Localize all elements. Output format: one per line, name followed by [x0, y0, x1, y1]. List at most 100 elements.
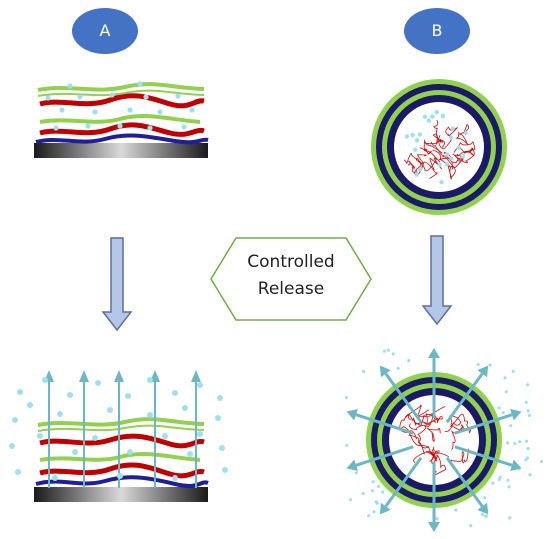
controlled-release-label: Controlled Release	[210, 249, 372, 303]
radial-arrow-icon	[477, 365, 489, 378]
capsule-after	[344, 348, 544, 532]
polymer-chain	[424, 133, 444, 145]
drug-particle-icon	[95, 380, 101, 386]
drug-particle-icon	[407, 359, 411, 363]
drug-particle-icon	[539, 459, 544, 464]
substrate	[34, 487, 208, 502]
drug-particle-icon	[444, 162, 450, 167]
drug-particle-icon	[491, 481, 495, 485]
drug-particle-icon	[182, 405, 188, 411]
drug-particle-icon	[17, 389, 23, 395]
green-polymer-layer	[37, 82, 205, 92]
radial-arrow-icon	[510, 409, 522, 421]
drug-particle-icon	[456, 145, 461, 150]
drug-particle-icon	[439, 180, 444, 185]
radial-arrow-icon	[477, 502, 489, 515]
drug-particle-icon	[348, 498, 352, 502]
drug-particle-icon	[92, 435, 98, 441]
drug-particle-icon	[430, 114, 435, 119]
drug-particle-icon	[162, 433, 168, 439]
radial-arrow-icon	[379, 502, 391, 515]
blue-polymer-layer	[35, 133, 209, 145]
drug-particle-icon	[197, 431, 203, 437]
radial-arrow-icon	[355, 413, 414, 435]
drug-particle-icon	[414, 138, 420, 143]
polymer-chain	[432, 149, 462, 180]
drug-particle-icon	[434, 110, 439, 115]
drug-particle-icon	[12, 417, 18, 423]
drug-particle-icon	[85, 123, 91, 129]
drug-particle-icon	[125, 393, 131, 399]
drug-particle-icon	[371, 480, 375, 484]
drug-particle-icon	[437, 162, 442, 167]
drug-particle-icon	[503, 376, 507, 380]
radial-arrow-icon	[379, 365, 391, 378]
drug-particle-icon	[528, 473, 532, 477]
down-arrow-icon	[101, 237, 133, 332]
drug-particle-icon	[375, 501, 379, 505]
radial-arrow-icon	[445, 456, 484, 508]
polymer-chain	[425, 450, 441, 464]
drug-particle-icon	[361, 491, 365, 496]
radial-arrow-icon	[454, 413, 513, 435]
drug-particle-icon	[127, 107, 133, 113]
drug-particle-icon	[506, 478, 510, 482]
drug-particle-icon	[413, 147, 418, 152]
drug-particle-icon	[92, 109, 98, 115]
drug-particle-icon	[525, 439, 529, 443]
drug-particle-icon	[504, 390, 508, 394]
polymer-chain	[423, 139, 443, 155]
drug-particle-icon	[107, 407, 113, 413]
drug-particle-icon	[143, 94, 149, 100]
drug-particle-icon	[526, 447, 530, 451]
drug-particle-icon	[147, 125, 153, 131]
up-arrow-icon	[79, 370, 89, 382]
drug-particle-icon	[370, 489, 374, 493]
drug-particle-icon	[426, 118, 432, 123]
radial-arrow-icon	[346, 459, 358, 471]
drug-particle-icon	[117, 473, 123, 479]
drug-particle-icon	[345, 443, 349, 447]
drug-particle-icon	[469, 524, 473, 528]
polymer-chain	[456, 147, 475, 157]
polymer-chain	[409, 434, 438, 463]
drug-particle-icon	[367, 514, 371, 518]
red-polymer-layer	[39, 462, 205, 479]
drug-particle-icon	[507, 485, 511, 489]
radial-arrow-icon	[355, 445, 414, 467]
drug-particle-icon	[418, 167, 423, 172]
drug-particle-icon	[222, 467, 228, 473]
polymer-chain	[424, 413, 443, 428]
radial-arrow-icon	[428, 348, 440, 358]
drug-particle-icon	[72, 449, 78, 455]
drug-particle-icon	[42, 377, 48, 383]
down-arrow-icon	[421, 235, 453, 326]
red-polymer-layer	[39, 122, 205, 137]
drug-particle-icon	[513, 442, 517, 446]
drug-particle-icon	[414, 172, 419, 177]
hexagon-shape	[210, 237, 372, 321]
drug-particle-icon	[381, 490, 385, 494]
drug-particle-icon	[77, 94, 83, 100]
drug-particle-icon	[175, 93, 181, 99]
polymer-chain	[449, 413, 472, 434]
controlled-release-line-1: Controlled	[247, 252, 335, 272]
drug-particle-icon	[53, 125, 59, 131]
drug-particle-icon	[508, 516, 512, 520]
drug-particle-icon	[52, 475, 58, 481]
layered-film-after	[9, 370, 228, 502]
drug-particle-icon	[410, 132, 415, 138]
green-polymer-layer	[39, 113, 201, 124]
polymer-chain	[454, 147, 475, 164]
drug-particle-icon	[528, 413, 532, 418]
release-arrows	[346, 348, 522, 532]
polymer-chain	[438, 126, 458, 150]
drug-particle-icon	[435, 517, 439, 521]
drug-particle-icon	[219, 445, 225, 451]
drug-particle-icon	[483, 496, 487, 500]
radial-arrow-icon	[346, 409, 358, 421]
drug-particle-icon	[450, 126, 455, 131]
capsule-before	[371, 79, 507, 215]
drug-particle-icon	[67, 392, 73, 398]
